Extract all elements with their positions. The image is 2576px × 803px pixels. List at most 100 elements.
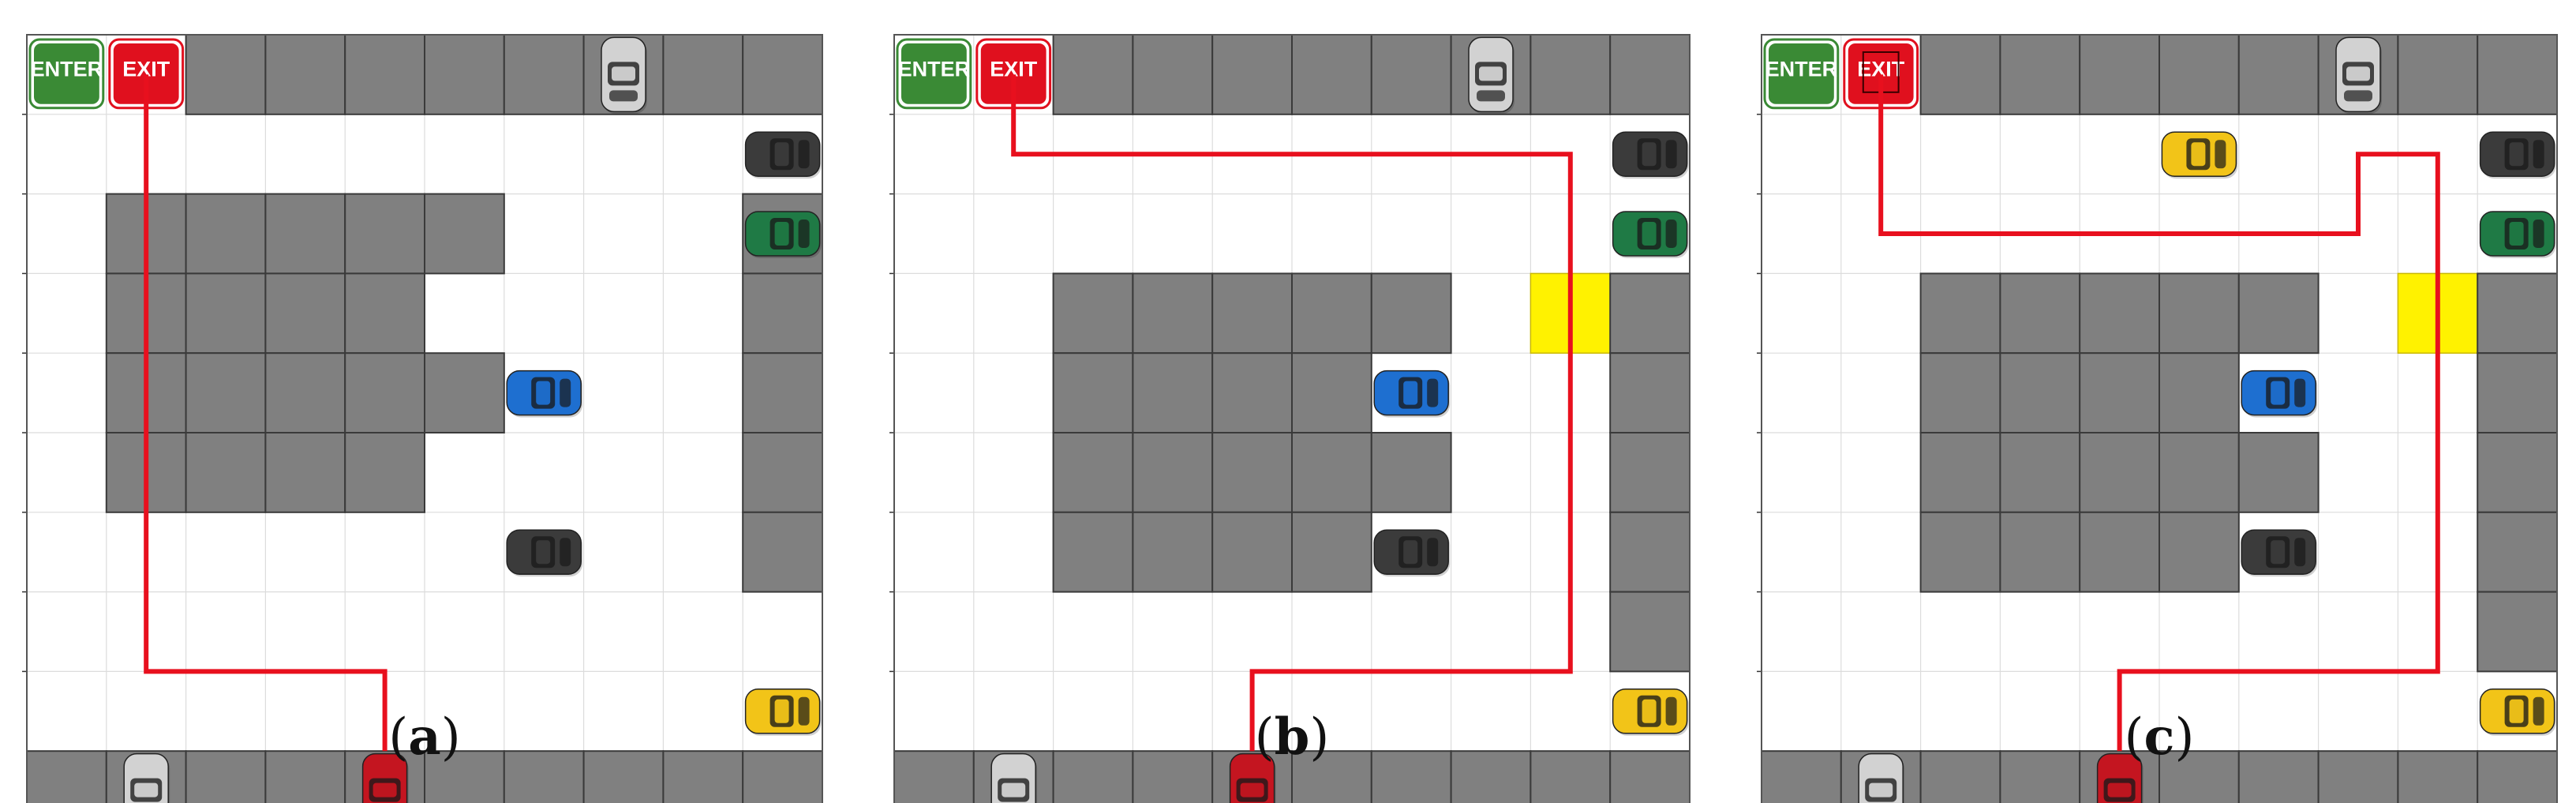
wall-cell (1291, 272, 1372, 355)
car-red-icon (1229, 752, 1276, 803)
wall-cell (1761, 750, 1842, 803)
wall-cell (1291, 34, 1372, 115)
wall-cell (185, 352, 267, 434)
car-yellow-icon (1612, 689, 1689, 736)
car-black-icon (506, 529, 583, 577)
wall-cell (1211, 511, 1293, 593)
car-silver-icon (2335, 36, 2382, 114)
car-green-icon (744, 211, 822, 258)
wall-cell (264, 272, 346, 355)
wall-cell (503, 34, 585, 115)
wall-cell (1052, 511, 1134, 593)
wall-cell (1919, 352, 2001, 434)
wall-cell (1919, 750, 2001, 803)
wall-cell (742, 272, 824, 355)
wall-cell (1999, 272, 2081, 355)
wall-cell (1370, 432, 1452, 513)
wall-cell (424, 750, 505, 803)
lot-border (1761, 34, 2558, 803)
wall-cell (2477, 34, 2558, 115)
route-path (144, 74, 388, 752)
wall-cell (2317, 750, 2399, 803)
wall-cell (2477, 352, 2558, 434)
wall-cell (2477, 432, 2558, 513)
wall-cell (742, 352, 824, 434)
wall-cell (1609, 591, 1690, 673)
wall-cell (2079, 432, 2160, 513)
wall-cell (582, 750, 665, 803)
car-yellow-icon (2161, 131, 2238, 179)
wall-cell (26, 750, 107, 803)
enter-label: ENTER (898, 57, 971, 81)
wall-cell (742, 432, 824, 513)
wall-cell (2079, 511, 2160, 593)
wall-cell (662, 34, 744, 115)
wall-cell (2079, 272, 2160, 355)
wall-cell (1211, 272, 1293, 355)
wall-cell (1919, 511, 2001, 593)
car-green-icon (1612, 211, 1689, 258)
wall-cell (264, 352, 346, 434)
car-black-icon (744, 131, 822, 179)
car-silver-icon (1858, 752, 1905, 803)
lot-border (26, 34, 823, 803)
wall-cell (2397, 34, 2479, 115)
wall-cell (503, 750, 585, 803)
car-green-icon (2479, 211, 2556, 258)
wall-cell (2237, 272, 2320, 355)
wall-cell (264, 750, 346, 803)
wall-cell (742, 511, 824, 593)
wall-cell (264, 432, 346, 513)
wall-cell (1609, 432, 1690, 513)
wall-cell (424, 34, 505, 115)
wall-cell (424, 193, 505, 275)
wall-cell (344, 432, 426, 513)
car-yellow-icon (2479, 689, 2556, 736)
wall-cell (2477, 511, 2558, 593)
wall-cell (2397, 750, 2479, 803)
wall-cell (1999, 34, 2081, 115)
wall-cell (1609, 750, 1690, 803)
wall-cell (344, 193, 426, 275)
exit-sign: EXIT (1843, 38, 1919, 110)
wall-cell (2159, 750, 2240, 803)
wall-cell (1052, 272, 1134, 355)
wall-cell (2159, 352, 2240, 434)
wall-cell (2477, 272, 2558, 355)
wall-cell (1291, 432, 1372, 513)
wall-cell (1211, 432, 1293, 513)
wall-cell (264, 193, 346, 275)
wall-cell (1609, 352, 1690, 434)
wall-cell (1450, 750, 1532, 803)
wall-cell (185, 193, 267, 275)
wall-cell (2159, 272, 2240, 355)
enter-label: ENTER (1765, 57, 1838, 81)
wall-cell (185, 34, 267, 115)
wall-cell (2079, 352, 2160, 434)
panel-caption-letter: c (2144, 707, 2175, 767)
car-yellow-icon (744, 689, 822, 736)
wall-cell (185, 750, 267, 803)
wall-cell (1132, 750, 1214, 803)
car-blue-icon (506, 370, 583, 418)
wall-cell (2237, 432, 2320, 513)
wall-cell (2477, 750, 2558, 803)
wall-cell (662, 750, 744, 803)
car-red-icon (361, 752, 409, 803)
wall-cell (1609, 511, 1690, 593)
car-red-icon (2096, 752, 2144, 803)
car-black-icon (1612, 131, 1689, 179)
enter-label: ENTER (31, 57, 103, 81)
wall-cell (344, 272, 426, 355)
wall-cell (1132, 352, 1214, 434)
car-silver-icon (123, 752, 170, 803)
enter-sign: ENTER (896, 38, 972, 110)
wall-cell (1132, 511, 1214, 593)
car-blue-icon (2241, 370, 2318, 418)
panel-caption: (c) (2125, 707, 2195, 767)
car-silver-icon (990, 752, 1038, 803)
panel-caption-letter: a (408, 707, 440, 767)
